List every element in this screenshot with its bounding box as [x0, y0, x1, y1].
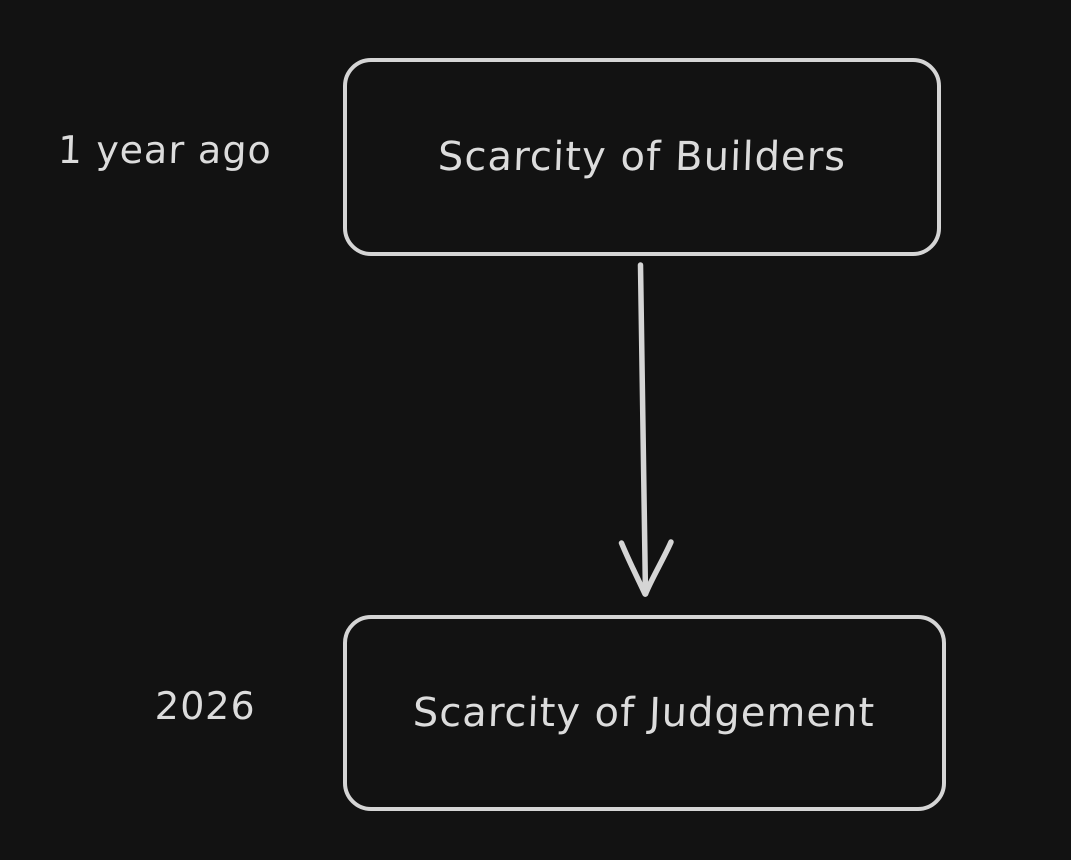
node-scarcity-of-builders[interactable]: Scarcity of Builders: [343, 58, 941, 256]
arrowhead-left-wing: [618, 540, 648, 597]
arrowhead-right-wing: [642, 539, 674, 597]
node-scarcity-of-judgement[interactable]: Scarcity of Judgement: [343, 615, 946, 811]
node-label-judgement: Scarcity of Judgement: [412, 690, 877, 736]
timeline-label-top: 1 year ago: [57, 128, 273, 172]
edge-shaft: [637, 262, 649, 597]
timeline-label-bottom: 2026: [154, 684, 257, 728]
node-label-builders: Scarcity of Builders: [437, 134, 847, 180]
